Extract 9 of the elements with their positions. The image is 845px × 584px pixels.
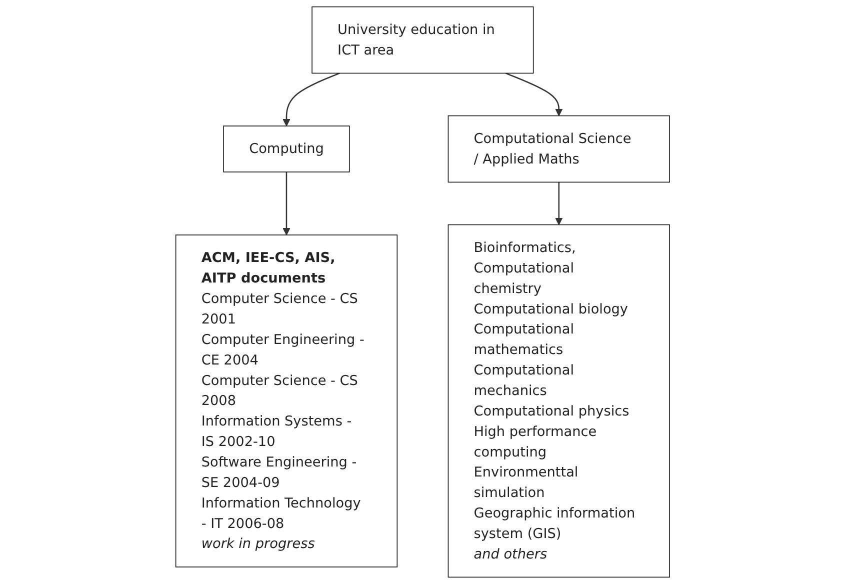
arrow <box>282 72 340 126</box>
node-box: Bioinformatics, Computational chemistry Computational biology Computational mathematics Computational mechanics Computational physics High performance computing Environmenttal simulation Geographic information system (GIS) and others <box>448 224 670 578</box>
arrow <box>505 72 562 116</box>
node-box: University education in ICT area <box>311 6 534 74</box>
node-box: ACM, IEE-CS, AIS, AITP documents Computer Science - CS 2001 Computer Engineering - CE 2004 Computer Science - CS 2008 Information Systems - IS 2002-10 Software Engineering - SE 2004-09 Information Technology - IT 2006-08 work in progress <box>175 234 398 568</box>
arrow <box>554 182 562 226</box>
node-box: Computational Science / Applied Maths <box>448 115 670 183</box>
arrow <box>282 172 290 236</box>
node-box: Computing <box>222 126 350 172</box>
